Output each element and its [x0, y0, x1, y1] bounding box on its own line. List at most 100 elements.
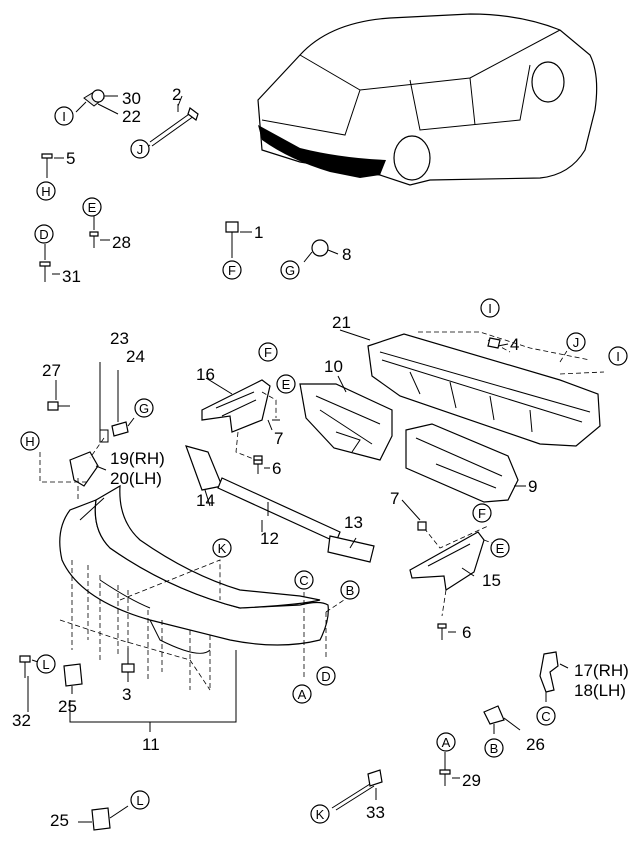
callout-20: 20(LH) [110, 469, 162, 488]
marker-A-mid: A [292, 684, 312, 704]
callout-25a: 25 [58, 697, 77, 716]
marker-J-right: J [566, 332, 586, 352]
callout-21: 21 [332, 313, 351, 332]
svg-text:I: I [616, 349, 620, 364]
marker-H-top: H [36, 181, 56, 201]
svg-text:I: I [488, 301, 492, 316]
svg-text:B: B [346, 583, 355, 598]
marker-B-bottom: B [484, 738, 504, 758]
marker-E-bracket15: E [490, 538, 510, 558]
callout-27: 27 [42, 361, 61, 380]
callout-15: 15 [482, 571, 501, 590]
marker-G-top: G [280, 260, 300, 280]
marker-F-bracket15: F [472, 503, 492, 523]
svg-text:E: E [88, 200, 97, 215]
callout-1: 1 [254, 223, 263, 242]
bracket-part-16 [201, 379, 280, 474]
energy-absorber-part-10 [299, 383, 393, 461]
svg-text:F: F [264, 345, 272, 360]
marker-F-bracket16: F [258, 342, 278, 362]
svg-text:F: F [228, 263, 236, 278]
marker-D-top: D [34, 224, 54, 244]
callout-11: 11 [142, 735, 160, 754]
callout-17: 17(RH) [574, 661, 629, 680]
svg-text:I: I [62, 109, 66, 124]
svg-text:K: K [218, 541, 227, 556]
svg-text:C: C [541, 709, 550, 724]
marker-A-bottom: A [436, 732, 456, 752]
svg-text:H: H [41, 184, 50, 199]
callout-25b: 25 [50, 811, 69, 830]
svg-text:D: D [321, 669, 330, 684]
bumper-cover-part-11 [59, 484, 345, 732]
callout-4: 4 [510, 335, 519, 354]
marker-F-top: F [222, 260, 242, 280]
svg-text:J: J [137, 142, 144, 157]
callout-19: 19(RH) [110, 449, 165, 468]
marker-H-mid: H [20, 431, 40, 451]
callout-22: 22 [122, 107, 141, 126]
marker-B-mid: B [340, 580, 360, 600]
svg-text:G: G [139, 401, 149, 416]
callout-6b: 6 [462, 623, 471, 642]
svg-text:E: E [282, 377, 291, 392]
svg-text:E: E [496, 541, 505, 556]
marker-E-top: E [82, 197, 102, 217]
marker-D-mid: D [316, 666, 336, 686]
callout-7b: 7 [390, 489, 399, 508]
energy-absorber-part-9 [405, 423, 519, 503]
svg-text:D: D [39, 227, 48, 242]
marker-C-right: C [536, 706, 556, 726]
marker-J-top: J [130, 139, 150, 159]
svg-text:L: L [136, 793, 143, 808]
marker-L-mid: L [36, 654, 56, 674]
callout-2: 2 [172, 85, 181, 104]
callout-9: 9 [528, 477, 537, 496]
svg-text:B: B [490, 741, 499, 756]
svg-text:A: A [442, 735, 451, 750]
marker-G-mid: G [134, 398, 154, 418]
callout-18: 18(LH) [574, 681, 626, 700]
svg-text:K: K [316, 807, 325, 822]
callout-33: 33 [366, 803, 385, 822]
svg-text:C: C [299, 573, 308, 588]
callout-10: 10 [324, 357, 343, 376]
callout-3: 3 [122, 685, 131, 704]
callout-16: 16 [196, 365, 215, 384]
bumper-strip-12-13-14 [185, 445, 375, 563]
side-bracket-19-20 [39, 362, 135, 500]
callout-5: 5 [66, 149, 75, 168]
callout-6a: 6 [272, 459, 281, 478]
marker-I-right2: I [608, 346, 628, 366]
svg-text:G: G [285, 263, 295, 278]
part-number-callouts: 1 2 3 4 5 6 6 7 7 8 9 10 11 12 13 14 15 … [12, 85, 629, 830]
bracket-part-15 [409, 521, 501, 640]
svg-text:A: A [298, 687, 307, 702]
callout-14: 14 [196, 491, 215, 510]
callout-26: 26 [526, 735, 545, 754]
callout-12: 12 [260, 529, 279, 548]
callout-32: 32 [12, 711, 31, 730]
callout-24: 24 [126, 347, 145, 366]
svg-text:J: J [573, 335, 580, 350]
callout-7a: 7 [274, 429, 283, 448]
svg-text:F: F [478, 506, 486, 521]
marker-C-mid: C [294, 570, 314, 590]
callout-8: 8 [342, 245, 351, 264]
callout-28: 28 [112, 233, 131, 252]
callout-29: 29 [462, 771, 481, 790]
callout-31: 31 [62, 267, 81, 286]
callout-23: 23 [110, 329, 129, 348]
svg-text:L: L [42, 657, 49, 672]
marker-E-bracket16: E [276, 374, 296, 394]
callout-30: 30 [122, 89, 141, 108]
svg-text:H: H [25, 434, 34, 449]
callout-leaders [27, 104, 526, 712]
bumper-beam-part-21 [367, 331, 605, 447]
callout-13: 13 [344, 513, 363, 532]
marker-K-bottom: K [310, 804, 330, 824]
marker-I-right1: I [480, 298, 500, 318]
fastener-group-bottom [19, 455, 569, 831]
marker-K-mid: K [212, 538, 232, 558]
